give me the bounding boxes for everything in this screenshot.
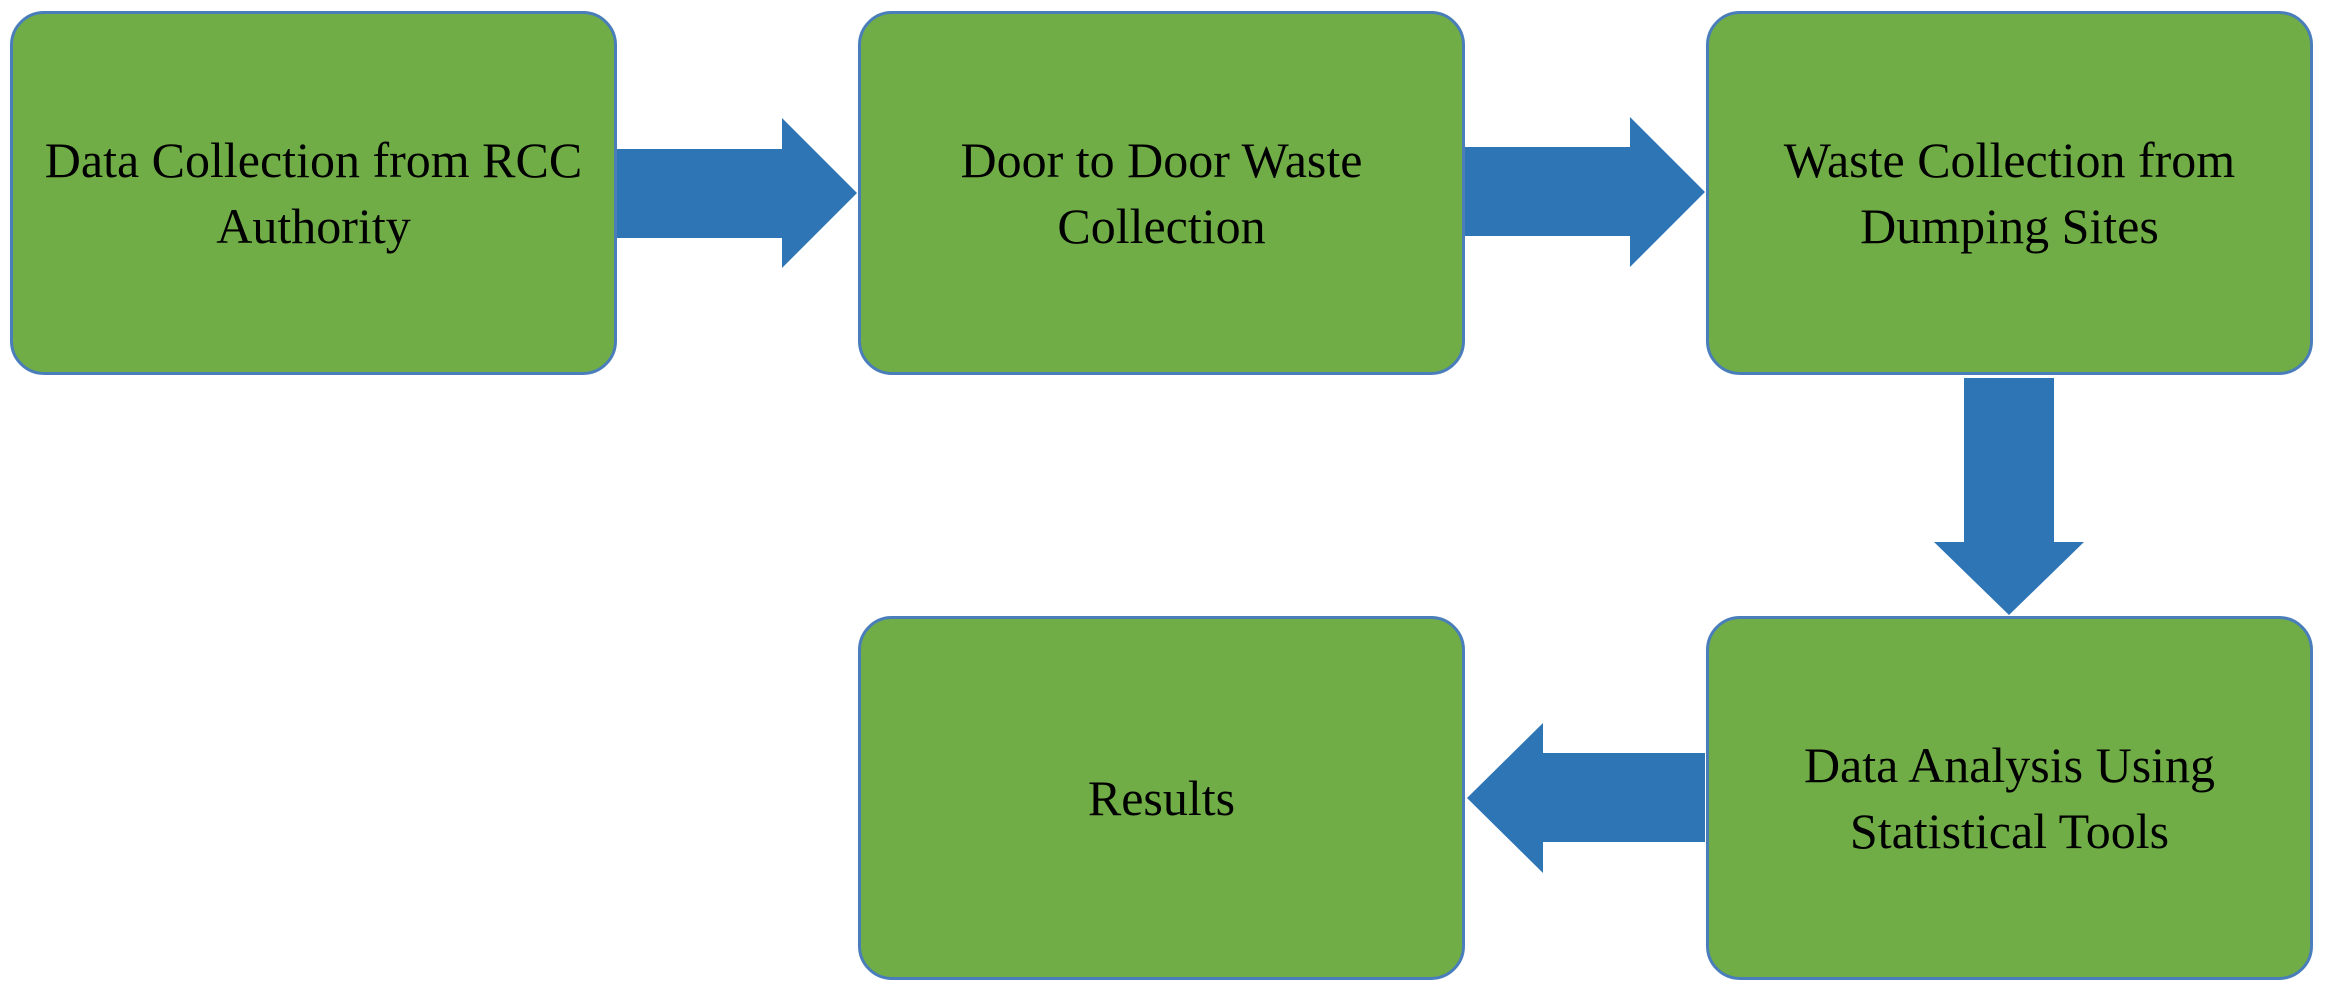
step-label: Results: [1087, 770, 1236, 826]
step-box-results: Results: [858, 616, 1465, 980]
step-box-dumping-sites: Waste Collection from Dumping Sites: [1706, 11, 2313, 375]
step-box-door-to-door: Door to Door Waste Collection: [858, 11, 1465, 375]
step-box-data-analysis: Data Analysis Using Statistical Tools: [1706, 616, 2313, 980]
step-label: Data Collection from RCC Authority: [44, 132, 583, 254]
arrow-right-icon: [1465, 117, 1705, 267]
arrow-down-icon: [1934, 378, 2084, 615]
step-label: Waste Collection from Dumping Sites: [1783, 132, 2236, 254]
step-label: Door to Door Waste Collection: [960, 132, 1363, 254]
arrow-right-icon: [617, 118, 857, 268]
step-box-data-collection: Data Collection from RCC Authority: [10, 11, 617, 375]
arrow-left-icon: [1467, 723, 1705, 873]
step-label: Data Analysis Using Statistical Tools: [1803, 737, 2216, 859]
